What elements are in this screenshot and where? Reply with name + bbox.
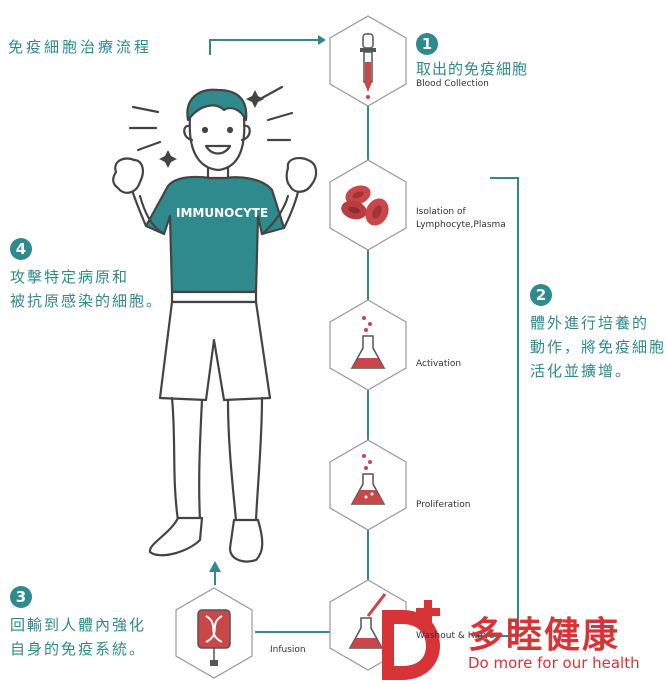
page-title: 免疫細胞治療流程: [8, 38, 153, 56]
step-4-badge: 4: [10, 238, 32, 260]
infusion-label: Infusion: [270, 645, 306, 655]
blood-cells-icon: [341, 185, 389, 226]
hex-isolation: [329, 159, 407, 251]
flask-activation-icon: [350, 316, 386, 369]
brand-name: 多睦健康: [468, 615, 621, 656]
isolation-label-line1: Isolation of: [416, 207, 466, 217]
proliferation-label: Proliferation: [416, 500, 471, 510]
step-3-line2: 自身的免疫系統。: [10, 640, 147, 658]
isolation-label-line2: Lymphocyte,Plasma: [416, 220, 506, 230]
shirt-text: IMMUNOCYTE: [176, 206, 269, 220]
title-arrow: [209, 39, 318, 55]
flask-harvest-icon: [348, 593, 387, 649]
step-2-line1: 體外進行培養的: [530, 314, 650, 332]
step-3-badge: 3: [10, 586, 32, 608]
step-2-badge: 2: [530, 284, 552, 306]
iv-bag-icon: [197, 609, 231, 666]
activation-label: Activation: [416, 359, 462, 369]
step-2-line2: 動作，將免疫細胞: [530, 338, 667, 356]
step-2-line3: 活化並擴增。: [530, 362, 633, 380]
person-illustration: [112, 85, 318, 563]
brand-slogan: Do more for our health: [468, 654, 640, 672]
step-4-line2: 被抗原感染的細胞。: [10, 292, 164, 310]
title-arrow-head: [318, 35, 326, 45]
step-1-subtitle: Blood Collection: [416, 79, 489, 89]
step-4-line1: 攻擊特定病原和: [10, 268, 130, 286]
flask-proliferation-icon: [350, 454, 386, 505]
brand-logo-mark: [382, 600, 440, 680]
step-1-badge: 1: [416, 33, 438, 55]
step-1-title: 取出的免疫細胞: [416, 60, 529, 78]
harvest-label: Washout & Harve: [416, 631, 495, 641]
step-3-line1: 回輸到人體內強化: [10, 616, 147, 634]
culture-bracket: [476, 177, 519, 637]
dropper-icon: [360, 33, 376, 99]
return-arrow-head: [209, 561, 221, 572]
